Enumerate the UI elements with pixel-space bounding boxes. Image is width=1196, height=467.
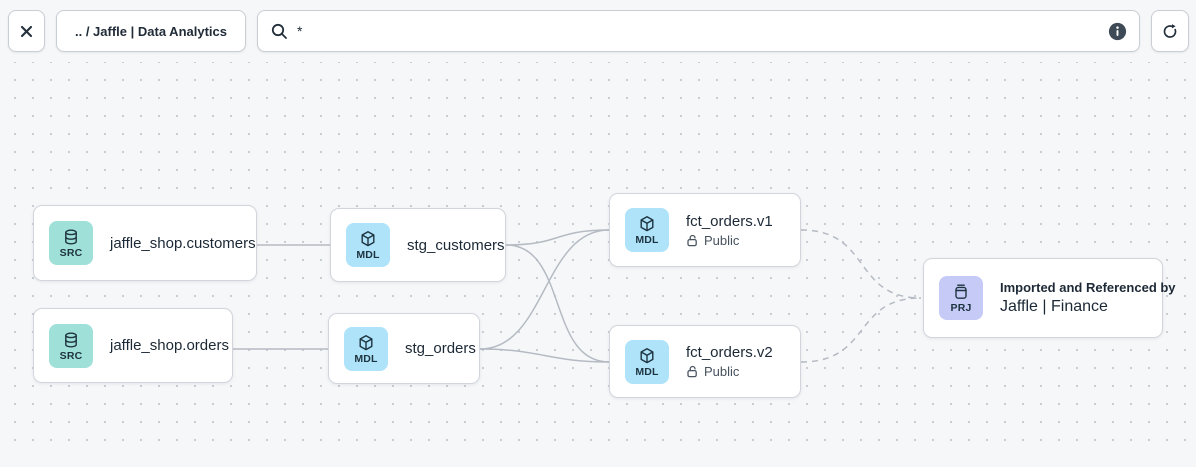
model-badge-tile: MDL	[346, 223, 390, 267]
node-source-jaffle-shop-orders[interactable]: SRC jaffle_shop.orders	[33, 308, 233, 383]
cube-icon	[361, 231, 375, 247]
access-row: Public	[686, 233, 773, 248]
node-title: jaffle_shop.orders	[110, 337, 229, 354]
badge-label: MDL	[635, 234, 659, 246]
node-model-stg-customers[interactable]: MDL stg_customers	[330, 208, 506, 282]
node-model-fct-orders-v1[interactable]: MDL fct_orders.v1 Public	[609, 193, 801, 267]
badge-label: PRJ	[950, 302, 972, 314]
node-title: stg_orders	[405, 340, 476, 357]
source-badge-tile: SRC	[49, 323, 93, 368]
node-title: fct_orders.v2	[686, 344, 773, 361]
breadcrumb: .. / Jaffle | Data Analytics	[75, 23, 227, 39]
node-source-jaffle-shop-customers[interactable]: SRC jaffle_shop.customers	[33, 205, 257, 281]
unlock-icon	[687, 365, 697, 378]
close-button[interactable]	[8, 10, 45, 52]
node-title: jaffle_shop.customers	[110, 234, 256, 252]
refresh-icon	[1163, 24, 1177, 38]
project-caption: Imported and Referenced by	[1000, 280, 1176, 295]
node-title: stg_customers	[407, 236, 505, 254]
node-title: Jaffle | Finance	[1000, 298, 1108, 315]
cube-icon	[640, 216, 654, 232]
breadcrumb-button[interactable]: .. / Jaffle | Data Analytics	[56, 10, 246, 52]
unlock-icon	[687, 234, 697, 246]
model-badge-tile: MDL	[625, 339, 669, 384]
cube-icon	[640, 347, 654, 363]
search-icon	[271, 23, 287, 39]
model-badge-tile: MDL	[625, 208, 669, 252]
access-row: Public	[686, 364, 773, 379]
refresh-button[interactable]	[1151, 10, 1189, 52]
cube-icon	[359, 334, 373, 350]
node-model-fct-orders-v2[interactable]: MDL fct_orders.v2 Public	[609, 325, 801, 398]
access-label: Public	[704, 364, 740, 379]
info-icon[interactable]	[1108, 22, 1127, 41]
badge-label: SRC	[59, 349, 83, 362]
node-project-jaffle-finance[interactable]: PRJ Imported and Referenced by Jaffle | …	[923, 258, 1176, 338]
close-icon	[20, 25, 33, 37]
project-jar-icon	[955, 284, 967, 299]
model-badge-tile: MDL	[344, 326, 388, 371]
project-badge-tile: PRJ	[939, 276, 983, 320]
badge-label: MDL	[356, 249, 380, 261]
badge-label: MDL	[635, 365, 659, 378]
badge-label: SRC	[59, 247, 83, 259]
node-model-stg-orders[interactable]: MDL stg_orders	[328, 313, 480, 384]
lineage-toolbar: .. / Jaffle | Data Analytics	[8, 10, 1189, 52]
source-badge-tile: SRC	[49, 221, 93, 265]
search-input[interactable]	[297, 23, 1099, 39]
database-icon	[65, 229, 77, 245]
database-icon	[65, 332, 77, 348]
badge-label: MDL	[354, 352, 378, 365]
search-box[interactable]	[257, 10, 1140, 52]
node-title: fct_orders.v1	[686, 212, 773, 230]
access-label: Public	[704, 232, 740, 248]
